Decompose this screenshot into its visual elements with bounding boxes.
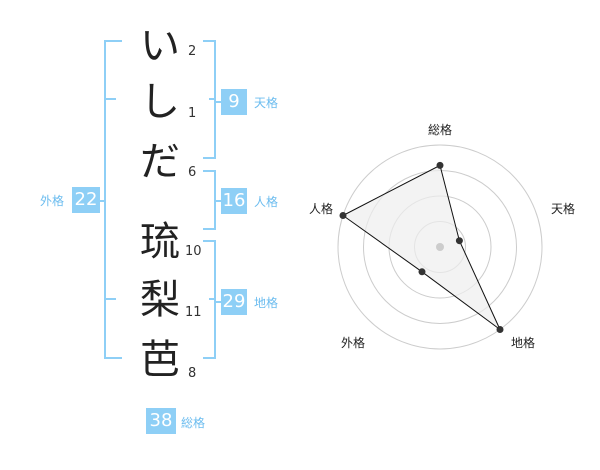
stroke-count-6: 8 — [188, 366, 197, 381]
tenkaku-label: 天格 — [254, 96, 279, 110]
stroke-count-2: 1 — [188, 106, 197, 121]
gaikaku-bracket — [104, 40, 122, 359]
gaikaku-label: 外格 — [40, 194, 65, 208]
gaikaku-bracket-stub — [98, 200, 104, 202]
radar-point-5 — [339, 212, 347, 219]
radar-ring — [337, 144, 543, 350]
chikaku-badge: 29 — [221, 289, 247, 315]
gaikaku-bracket-tick — [104, 98, 116, 100]
jinkaku-bracket — [203, 170, 216, 230]
stroke-count-3: 6 — [188, 165, 197, 180]
stroke-count-1: 2 — [188, 44, 197, 59]
tenkaku-bracket-stub — [216, 101, 222, 103]
stroke-count-5: 11 — [185, 305, 202, 320]
name-char-4: 琉 — [140, 219, 180, 265]
name-char-5: 梨 — [140, 277, 180, 323]
radar-point-3 — [496, 326, 504, 333]
radar-point-4 — [418, 268, 426, 276]
gaikaku-badge: 22 — [72, 187, 100, 213]
chikaku-label: 地格 — [254, 296, 279, 310]
radar-label-jinkaku: 人格 — [309, 202, 334, 216]
radar-point-1 — [436, 161, 444, 169]
gaikaku-bracket-tick — [104, 298, 116, 300]
radar-label-gaikaku: 外格 — [341, 336, 366, 350]
radar-label-tenkaku: 天格 — [551, 202, 576, 216]
radar-series-polygon — [342, 164, 501, 330]
stroke-count-4: 10 — [185, 244, 202, 259]
jinkaku-label: 人格 — [254, 195, 279, 209]
chikaku-bracket-stub — [216, 301, 222, 303]
name-char-1: い — [140, 23, 180, 69]
tenkaku-badge: 9 — [221, 89, 247, 115]
radar-label-chikaku: 地格 — [511, 336, 536, 350]
chikaku-bracket-tick — [209, 298, 216, 300]
name-char-2: し — [140, 79, 180, 125]
radar-points — [339, 161, 504, 333]
radar-center-dot — [436, 243, 444, 251]
radar-point-2 — [455, 237, 463, 245]
soukaku-label: 総格 — [181, 416, 206, 430]
name-char-6: 芭 — [140, 337, 180, 383]
jinkaku-badge: 16 — [221, 188, 247, 214]
jinkaku-bracket-stub — [216, 200, 222, 202]
soukaku-badge: 38 — [146, 408, 176, 434]
name-char-3: だ — [140, 139, 180, 185]
tenkaku-bracket-tick — [209, 98, 216, 100]
radar-label-soukaku: 総格 — [428, 123, 453, 137]
